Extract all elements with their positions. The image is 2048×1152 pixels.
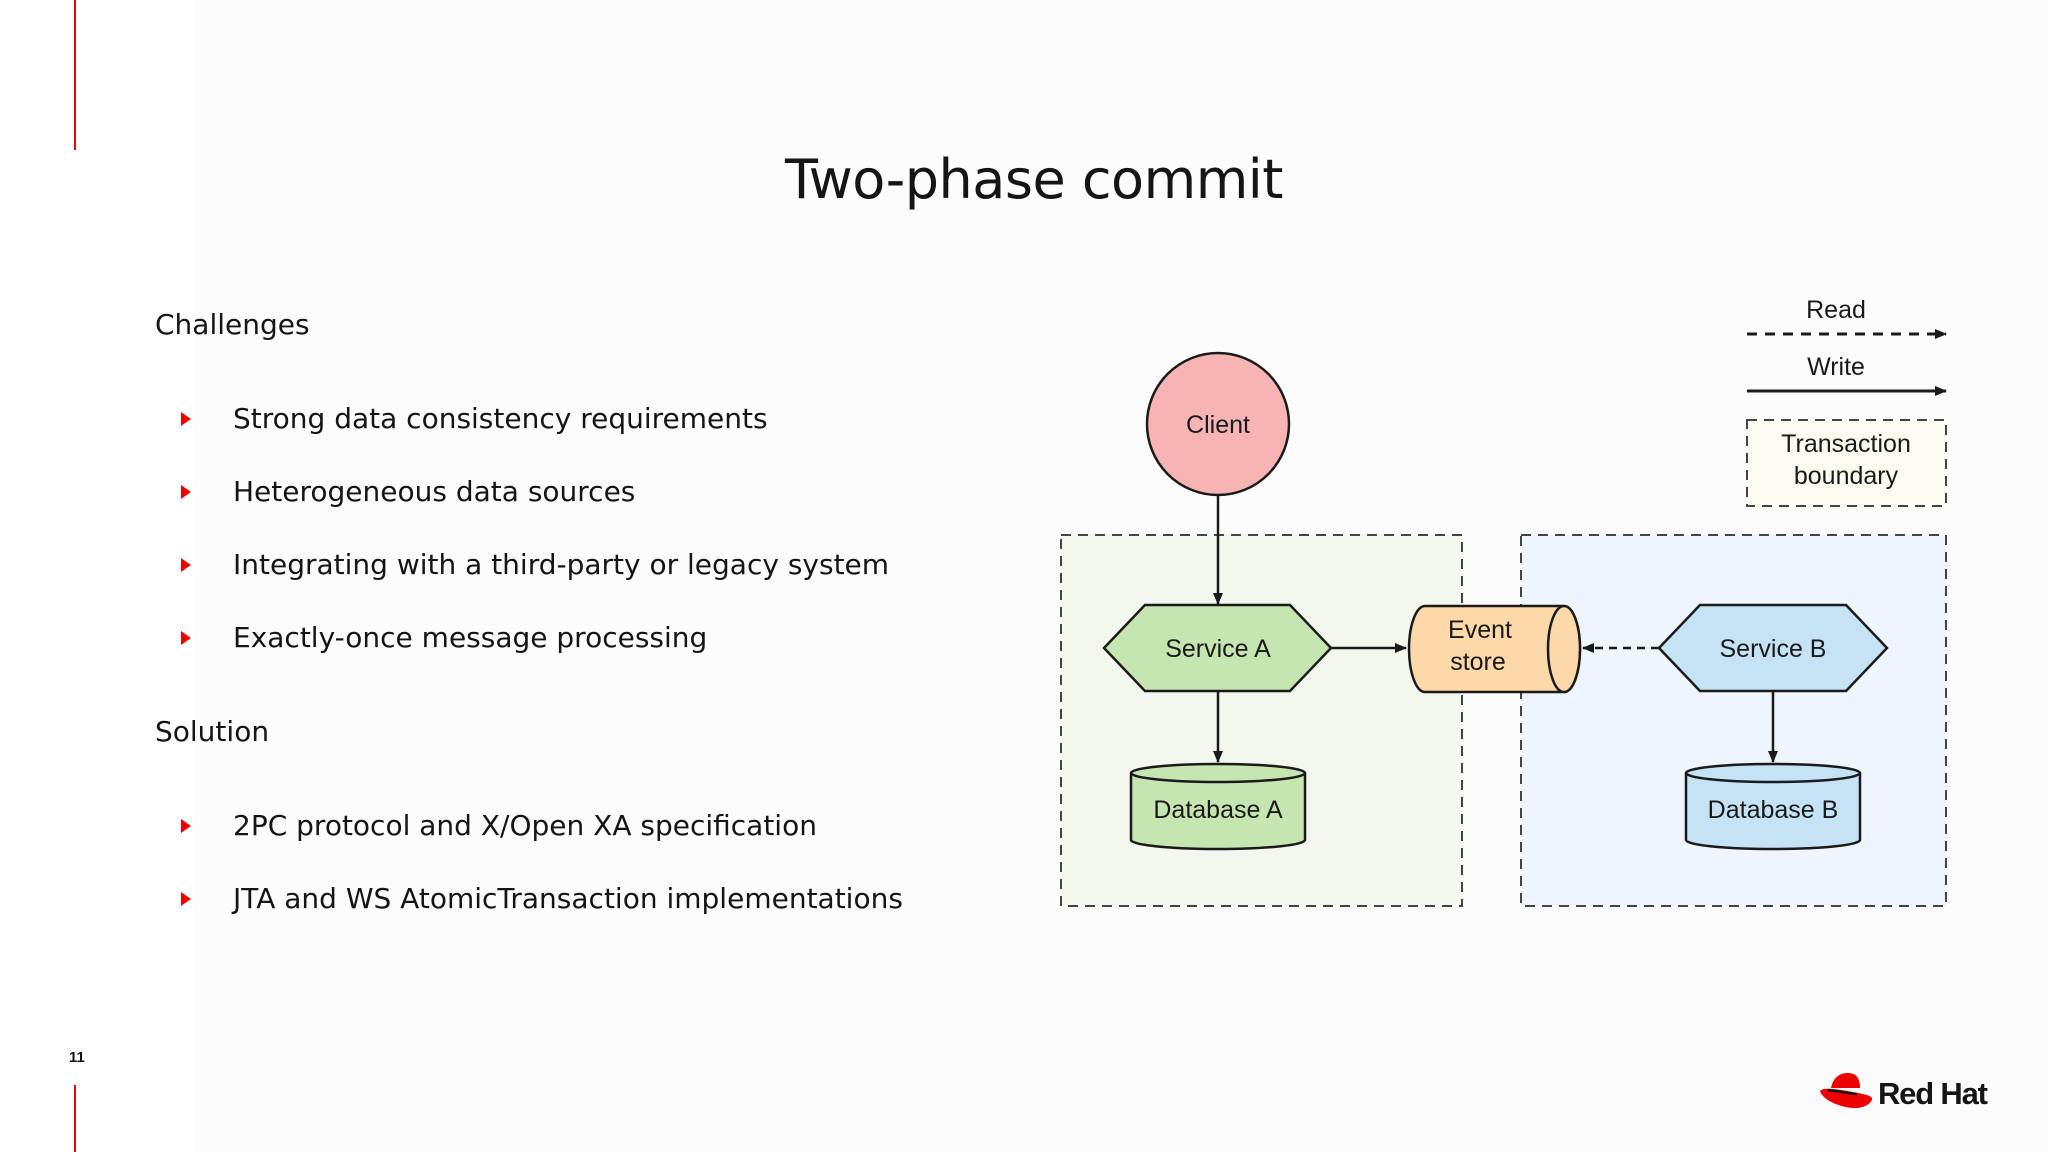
bullet-text: 2PC protocol and X/Open XA specification xyxy=(233,809,817,842)
database-b-node xyxy=(1684,762,1862,851)
bullet-text: Exactly-once message processing xyxy=(233,621,708,654)
challenges-heading: Challenges xyxy=(155,308,310,341)
bullet-icon xyxy=(181,892,191,906)
legend: Read Write Transaction boundary xyxy=(1746,296,1947,507)
database-a-label: Database A xyxy=(1153,796,1283,824)
bullet-text: Strong data consistency requirements xyxy=(233,402,768,435)
event-store-node xyxy=(1407,604,1582,694)
service-a-label: Service A xyxy=(1165,635,1271,663)
transaction-boundary-a xyxy=(1060,534,1463,907)
bullet-icon xyxy=(181,412,191,426)
solution-heading: Solution xyxy=(155,715,270,748)
bullet-icon xyxy=(181,819,191,833)
slide-title: Two-phase commit xyxy=(785,148,1283,211)
event-store-label-line1: Event xyxy=(1448,616,1512,644)
database-b-body xyxy=(1684,773,1862,851)
bullet-text: Heterogeneous data sources xyxy=(233,475,636,508)
event-store-label-line2: store xyxy=(1450,648,1506,676)
top-accent-line xyxy=(74,0,76,150)
event-store-end xyxy=(1546,604,1582,694)
database-a-body xyxy=(1129,773,1307,851)
bullet-icon xyxy=(181,558,191,572)
bullet-icon xyxy=(181,485,191,499)
bullet-text: Integrating with a third-party or legacy… xyxy=(233,548,890,581)
red-hat-logo-icon xyxy=(1820,1073,1873,1109)
database-b-top xyxy=(1684,762,1862,784)
database-a-top xyxy=(1129,762,1307,784)
transaction-boundary-b xyxy=(1520,534,1947,907)
bottom-accent-line xyxy=(74,1085,76,1152)
bullet-icon xyxy=(181,631,191,645)
service-b-node xyxy=(1657,603,1889,693)
legend-write-label: Write xyxy=(1807,353,1865,381)
legend-transaction-boundary xyxy=(1746,419,1947,507)
legend-read-label: Read xyxy=(1806,296,1866,324)
database-b-label: Database B xyxy=(1708,796,1839,824)
database-a-node xyxy=(1129,762,1307,851)
brand-name: Red Hat xyxy=(1878,1076,1988,1111)
page-number: 11 xyxy=(69,1049,85,1066)
legend-transaction-label-line2: boundary xyxy=(1794,462,1899,490)
client-label: Client xyxy=(1186,411,1250,439)
bullet-text: JTA and WS AtomicTransaction implementat… xyxy=(233,882,903,915)
service-b-label: Service B xyxy=(1720,635,1827,663)
legend-transaction-label-line1: Transaction xyxy=(1781,430,1911,458)
